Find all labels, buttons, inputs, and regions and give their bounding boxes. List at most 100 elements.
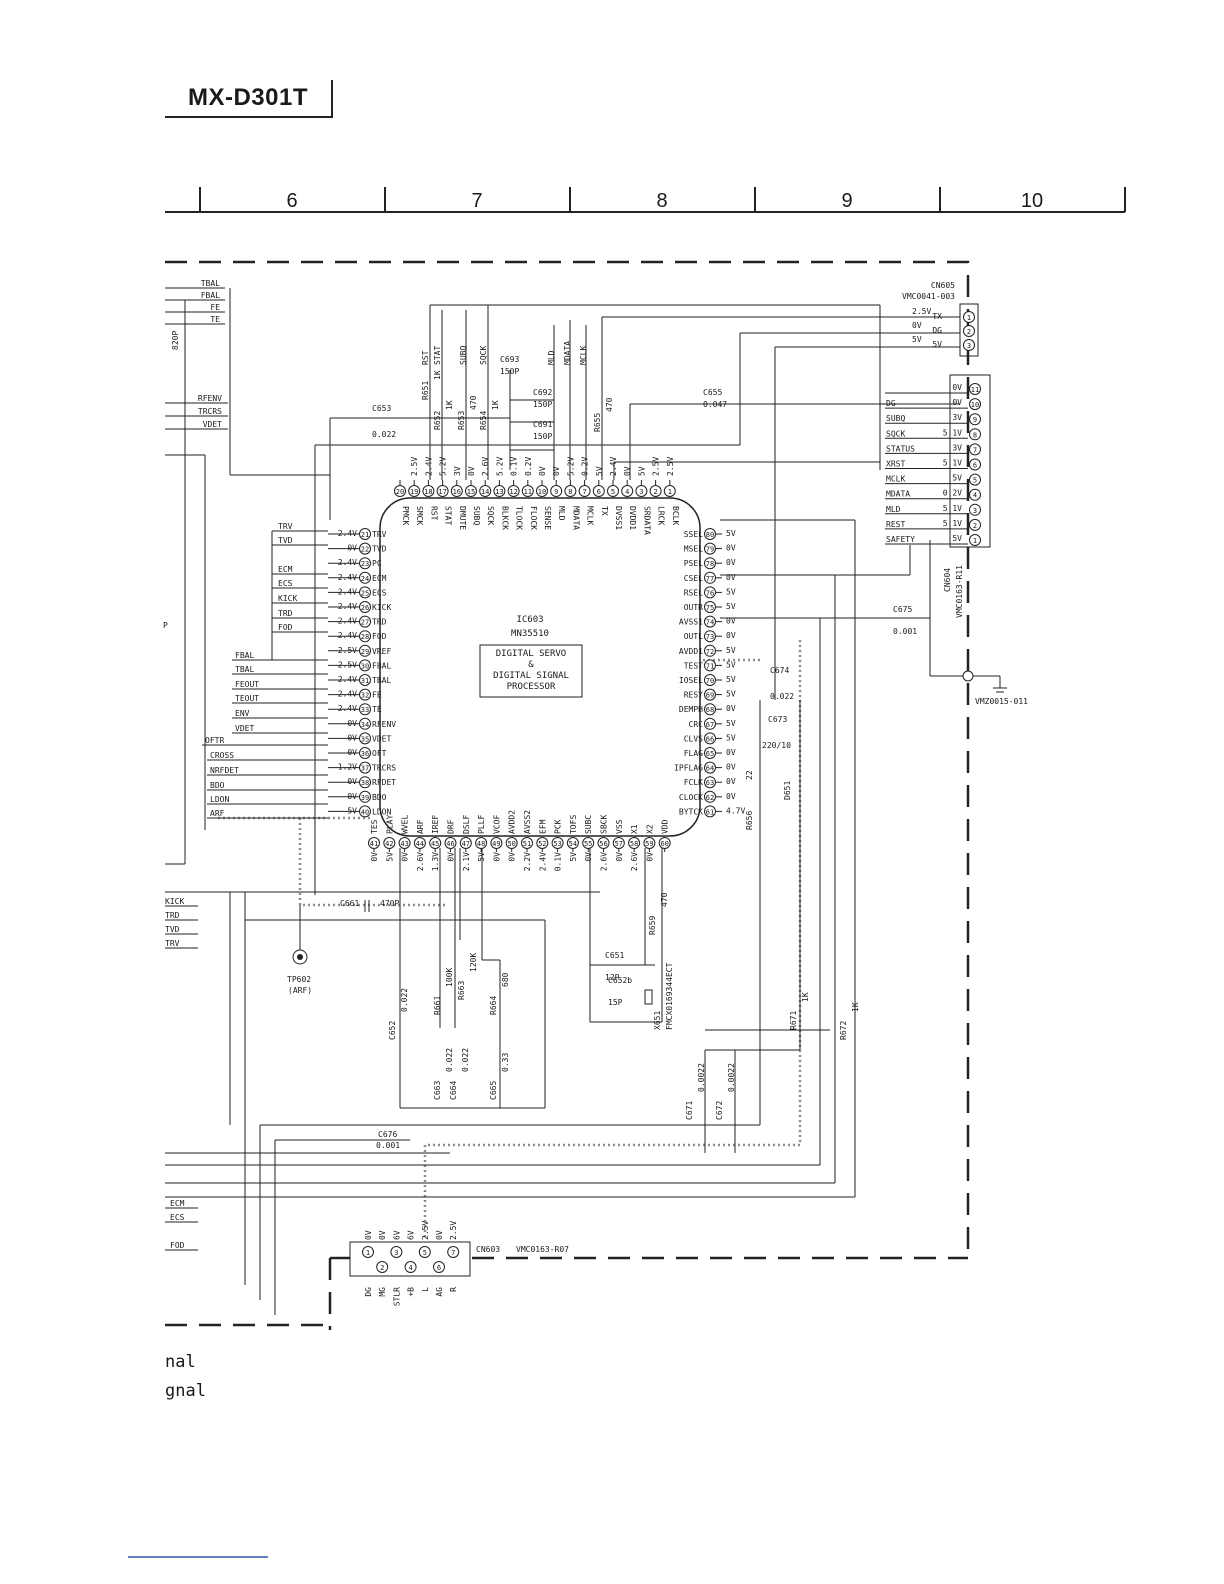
ic-pin-name: DSLF	[462, 815, 471, 834]
ic-pin-name: BDO	[372, 793, 387, 802]
ic-pin-32	[359, 688, 371, 701]
ic-pin-57-number: 57	[615, 840, 623, 848]
ic-pin-12	[507, 485, 520, 497]
ic-pin-name: SBCK	[600, 815, 609, 834]
cap-value: 0.022	[372, 430, 396, 439]
ic-pin-2-number: 2	[653, 488, 657, 496]
pin-voltage: 2.1V	[462, 852, 471, 871]
ic-pin-name: ECM	[372, 574, 387, 583]
ic-pin-name: VSS	[615, 819, 624, 834]
ic-pin-18	[422, 485, 435, 497]
ic-pin-7-number: 7	[582, 488, 586, 496]
ic-pin-28-number: 28	[361, 633, 369, 641]
cn603-pin-3-number: 3	[394, 1249, 398, 1257]
pin-voltage: 0V	[584, 852, 593, 862]
pin-voltage: 0V	[912, 321, 922, 330]
cap-c673: C673	[768, 715, 787, 724]
ic-pin-60	[658, 837, 671, 849]
ic603: 20PMCK19SMCK2.5V18RST2.4V17STAT5.2V16DMU…	[328, 457, 745, 871]
ic-pin-35-number: 35	[361, 735, 369, 743]
cn603-ref: CN603	[476, 1245, 500, 1254]
part-c664: C664	[449, 1081, 458, 1100]
ic-pin-74-number: 74	[706, 619, 714, 627]
ic-pin-49	[490, 837, 503, 849]
pin-voltage: 0V	[726, 704, 736, 713]
part-c652: C652	[388, 1021, 397, 1040]
part-r672: R672	[839, 1021, 848, 1040]
ic-pin-65	[704, 747, 716, 759]
net-label-env: ENV	[235, 709, 250, 718]
cn603: 10VDG20VMG36VSTLR46V+B52.5VL60VAG72.5VR …	[349, 1221, 569, 1306]
pin-voltage: 0V	[370, 852, 379, 862]
ic-pins-top: 20PMCK19SMCK2.5V18RST2.4V17STAT5.2V16DMU…	[394, 457, 680, 535]
ic-pin-name: MDATA	[571, 506, 580, 530]
ic-pin-name: WVEL	[401, 815, 410, 834]
resistor-r652: R652	[433, 411, 442, 430]
grid-col-9: 9	[841, 190, 852, 212]
ic-pin-55	[582, 837, 595, 849]
ic-pin-name: FCLK	[684, 778, 703, 787]
pin-voltage: 0V	[726, 792, 736, 801]
pin-voltage: 0V	[726, 573, 736, 582]
net-label-arf: ARF	[210, 809, 225, 818]
ic-pin-53	[551, 837, 564, 849]
cn605-ref: CN605	[931, 281, 955, 290]
cn605-pin-1	[963, 311, 975, 323]
ic-part: MN35510	[511, 629, 549, 639]
pin-voltage: 2.5V	[421, 1221, 430, 1240]
pin-voltage: 6V	[407, 1230, 416, 1240]
cn603-pin-1-number: 1	[366, 1249, 370, 1257]
ic-pin-name: TRD	[372, 618, 387, 627]
ic-pin-name: IREF	[431, 815, 440, 834]
ic-pin-27-number: 27	[361, 619, 369, 627]
net-label-trd: TRD	[278, 609, 293, 618]
ic-pin-18-number: 18	[424, 488, 432, 496]
resistor-r653: R653	[457, 411, 466, 430]
ic-pin-42	[383, 837, 396, 849]
ic-pin-name: PLAY	[385, 815, 394, 834]
ic-pin-59	[643, 837, 656, 849]
ic-pin-name: PC	[372, 559, 382, 568]
bus-label-vdet: VDET	[203, 420, 222, 429]
cn604-pin-1	[969, 534, 981, 546]
cn605-pin-2	[963, 325, 975, 337]
ic-pin-8-number: 8	[568, 488, 572, 496]
ic-pin-40	[359, 805, 371, 818]
pin-voltage: 0V	[952, 398, 962, 407]
ic-pin-name: SMCK	[415, 506, 424, 525]
part-value: 0.022	[461, 1048, 470, 1072]
ic-pin-5	[607, 485, 619, 497]
cn604-pin-name: MDATA	[886, 490, 910, 499]
ic-pin-43-number: 43	[400, 840, 408, 848]
ic-pin-67	[704, 717, 716, 730]
cn605-pin-name: TX	[932, 312, 942, 321]
ic-pin-name: PLLF	[477, 815, 486, 834]
cn604-pin-8-number: 8	[973, 431, 977, 439]
ic-pin-77-number: 77	[706, 575, 714, 583]
cn604-part: VMC0163-R11	[955, 565, 964, 618]
ic-pin-19-number: 19	[410, 488, 418, 496]
ic-pin-name: EFM	[538, 819, 547, 834]
cap-c675: C675	[893, 605, 912, 614]
ic-pin-53-number: 53	[553, 840, 561, 848]
net-label-oftr: OFTR	[205, 736, 224, 745]
pin-voltage: 0.2V	[943, 489, 962, 498]
cn604-pin-1-number: 1	[973, 537, 977, 545]
pin-voltage: 3V	[952, 443, 962, 452]
left-wiring	[165, 288, 855, 1315]
part-c672: C672	[715, 1101, 724, 1120]
pin-voltage: 2.5V	[449, 1221, 458, 1240]
grid-col-8: 8	[656, 190, 667, 212]
ic-pin-name: OUTR	[684, 603, 703, 612]
cn604-pin-4-number: 4	[973, 492, 977, 500]
cn605-pin-name: 5V	[932, 340, 942, 349]
ic-pin-name: CSEL	[684, 574, 703, 583]
ic-pin-name: IPFLAG	[674, 764, 703, 773]
ic-pin-25-number: 25	[361, 589, 369, 597]
ic-pin-70-number: 70	[706, 677, 714, 685]
net-label-ecs: ECS	[278, 579, 293, 588]
ic-pin-64	[704, 761, 716, 774]
resistor-r651: R651	[421, 381, 430, 400]
ic-pin-46-number: 46	[446, 840, 454, 848]
